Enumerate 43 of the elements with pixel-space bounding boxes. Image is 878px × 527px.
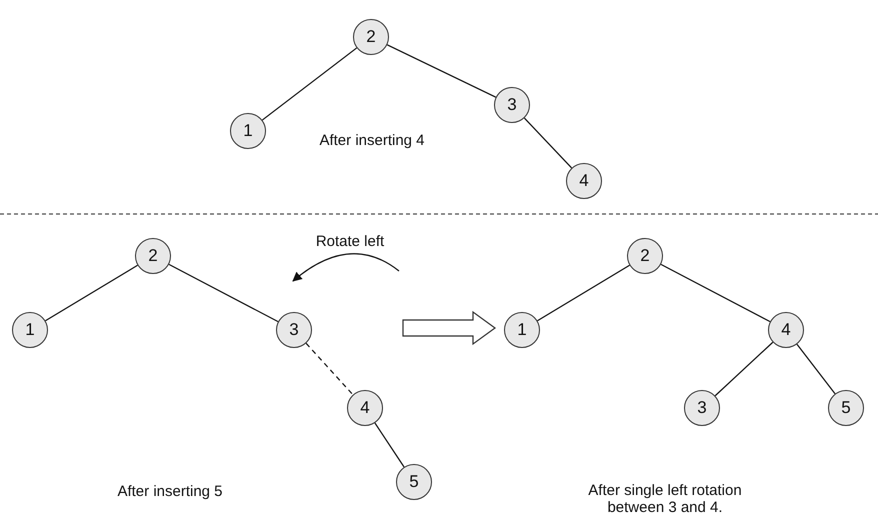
tree-node — [768, 312, 804, 348]
caption-text: After inserting 4 — [319, 132, 425, 149]
tree-edge — [714, 342, 774, 396]
tree-node — [12, 312, 48, 348]
tree-node — [504, 312, 540, 348]
tree-edge — [660, 264, 770, 322]
caption-text: After inserting 5 — [117, 483, 223, 500]
node-value: 5 — [409, 472, 419, 492]
tree-node — [135, 238, 171, 274]
node-value: 3 — [507, 95, 517, 115]
tree-node — [684, 390, 720, 426]
node-value: 3 — [697, 398, 707, 418]
tree-edge — [168, 264, 278, 322]
caption-text: After single left rotation between 3 and 4. — [587, 482, 743, 516]
tree-node — [494, 87, 530, 123]
tree-edge — [796, 344, 836, 394]
tree-edge — [386, 44, 496, 98]
node-value: 5 — [841, 398, 851, 418]
tree-edge — [374, 422, 405, 468]
tree-node — [353, 19, 389, 55]
tree-node — [566, 163, 602, 199]
node-value: 4 — [360, 398, 370, 418]
node-value: 4 — [781, 320, 791, 340]
tree-edge — [524, 118, 572, 168]
tree-edge — [537, 264, 630, 322]
node-value: 1 — [243, 121, 253, 141]
node-value: 2 — [640, 246, 650, 266]
node-value: 4 — [579, 171, 589, 191]
tree-edge — [262, 47, 358, 121]
tree-node — [230, 113, 266, 149]
tree-node — [347, 390, 383, 426]
node-value: 1 — [517, 320, 527, 340]
caption-text: Rotate left — [316, 233, 384, 250]
tree-node — [828, 390, 864, 426]
node-value: 1 — [25, 320, 35, 340]
tree-node — [627, 238, 663, 274]
tree-edge — [306, 342, 354, 396]
tree-node — [396, 464, 432, 500]
node-value: 2 — [148, 246, 158, 266]
node-value: 2 — [366, 27, 376, 47]
tree-edge — [45, 264, 138, 322]
tree-node — [276, 312, 312, 348]
node-value: 3 — [289, 320, 299, 340]
